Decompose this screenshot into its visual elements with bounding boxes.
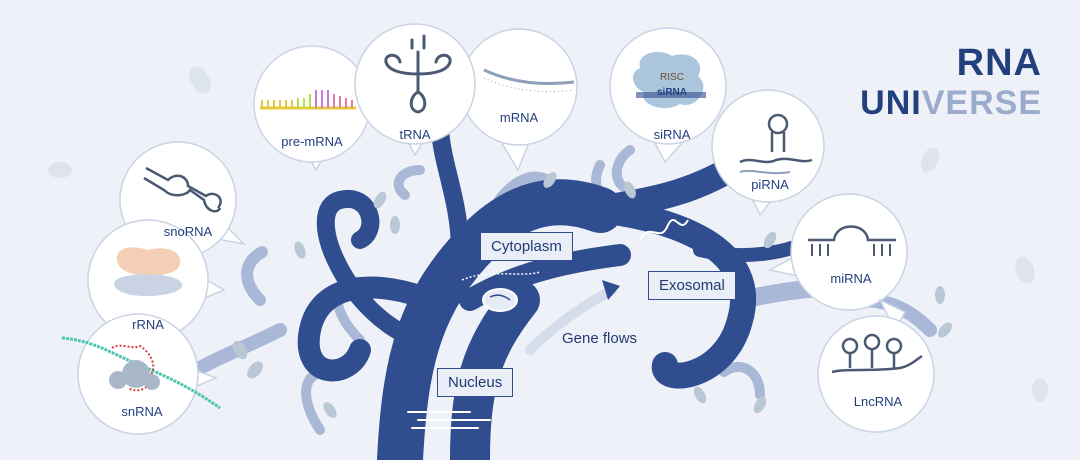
title-line-2: UNIVERSE	[860, 86, 1042, 120]
bubble-mirna	[767, 193, 908, 311]
label-trna: tRNA	[399, 127, 430, 142]
rna-squiggle-icon	[639, 219, 689, 241]
exosome-vesicle-icon	[461, 271, 541, 312]
label-rrna: rRNA	[132, 317, 164, 332]
risc-sirna-label: siRNA	[657, 87, 687, 98]
pirna-hairpin-icon	[739, 113, 813, 175]
bubble-mrna	[460, 28, 578, 172]
pre-mrna-icon	[260, 90, 356, 110]
title-uni: UNI	[860, 84, 922, 122]
leaves	[232, 172, 952, 418]
nucleus-dna-lines	[407, 411, 491, 429]
label-snrna: snRNA	[121, 404, 163, 419]
rrna-ribosome-icon	[113, 247, 183, 297]
mirna-icon	[808, 225, 896, 256]
nucleus-label: Nucleus	[437, 368, 514, 397]
trna-cloverleaf-icon	[384, 34, 452, 114]
bubble-pirna	[711, 89, 825, 217]
label-snorna: snoRNA	[164, 224, 213, 239]
label-sirna: siRNA	[654, 127, 691, 142]
exosomal-label: Exosomal	[648, 271, 736, 300]
title-verse: VERSE	[921, 84, 1042, 122]
title-logo: RNA UNIVERSE	[860, 44, 1042, 120]
bubble-lncrna	[817, 298, 935, 433]
title-line-1: RNA	[956, 42, 1042, 84]
mrna-strand-icon	[483, 68, 575, 92]
background-leaves	[48, 66, 1048, 402]
gene-flow-arrow	[525, 280, 620, 355]
snrna-icon	[61, 336, 221, 410]
label-lncrna: LncRNA	[854, 394, 903, 409]
label-mrna: mRNA	[500, 110, 539, 125]
label-pirna: piRNA	[751, 177, 789, 192]
snorna-icon	[143, 166, 222, 213]
label-mirna: miRNA	[830, 271, 871, 286]
risc-label: RISC	[660, 72, 684, 83]
risc-complex-icon	[632, 52, 706, 109]
lncrna-icon	[831, 333, 923, 374]
gene-flow-label: Gene flows	[562, 330, 638, 347]
cytoplasm-label: Cytoplasm	[480, 232, 573, 261]
label-pre-mrna: pre-mRNA	[281, 134, 343, 149]
